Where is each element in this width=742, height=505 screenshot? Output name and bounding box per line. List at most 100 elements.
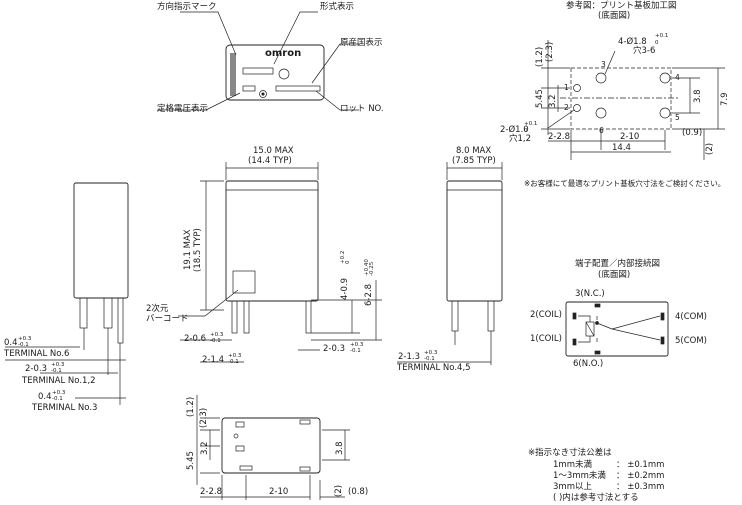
wiring-n3: 3(N.C.) [575,289,605,299]
tolerance-value-3: ： ±0.3mm [616,482,665,492]
side-width-typ: (7.85 TYP) [452,156,496,166]
dim-0.4-b-tol-plus: +0.3 [52,390,66,396]
dim-2-1.4: 2-1.4 [202,355,224,365]
pcb-pin-3: 3 [601,60,606,69]
dim-2-0.6: 2-0.6 [184,334,206,344]
label-rated-voltage: 定格電圧表示 [157,104,209,114]
pcb-holes-small-note: 穴1,2 [509,134,532,144]
pcb-title: 参考図：プリント基板加工図 [566,1,677,11]
dim-6-2.8-tol-minus: -0.25 [369,261,375,276]
pcb-dim-1.2: (1.2) [535,46,545,67]
label-model: 形式表示 [320,2,355,12]
dim-0.4-a-tol-plus: +0.3 [18,336,32,342]
tolerance-value-1: ： ±0.1mm [616,460,665,470]
bottom-dim-2.3: (2.3) [199,407,209,428]
pcb-holes-big: 4-Ø1.8 [618,37,647,47]
front-width-max: 15.0 MAX [253,146,294,156]
terminal-3: TERMINAL No.3 [32,403,98,413]
bottom-dim-3.8: 3.8 [335,441,345,455]
barcode-label-1: 2次元 [146,304,169,314]
terminal-4-5: TERMINAL No.4,5 [397,363,471,373]
tolerance-range-1: 1mm未満 [553,460,592,470]
wiring-n6: 6(N.O.) [573,359,604,369]
dim-2-1.4-tol-minus: -0.1 [228,359,239,365]
pcb-dim-7.9: 7.9 [720,92,730,106]
pcb-dim-5.45: 5.45 [535,89,545,108]
tolerance-title: ※指示なき寸法公差は [528,448,612,458]
terminal-6: TERMINAL No.6 [4,349,70,359]
dim-2-1.4-tol-plus: +0.3 [228,353,242,359]
pcb-pin-5: 5 [675,113,680,122]
front-width-typ: (14.4 TYP) [248,156,292,166]
dim-2-0.3-left-tol-minus: -0.1 [51,368,62,374]
dim-2-0.6-tol-minus: -0.1 [210,338,221,344]
wiring-n1: 1(COIL) [530,334,562,344]
bottom-dim-3.2: 3.2 [200,441,210,455]
label-direction-mark: 方向指示マーク [157,2,217,12]
dim-2-0.3-left: 2-0.3 [25,364,47,374]
pcb-note: ※お客様にて最適なプリント基板穴寸法をご検討ください。 [524,179,726,188]
left-view [5,182,129,405]
tolerance-note: ( )内は参考寸法とする [553,493,639,503]
front-view [178,162,382,363]
pcb-holes-small-tol-plus: +0.1 [524,121,538,127]
front-height-max: 19.1 MAX [183,229,193,270]
bottom-dim-2: (2) [334,484,344,497]
pcb-pin-1: 1 [564,83,569,92]
wiring-n2: 2(COIL) [530,310,562,320]
pcb-holes-big-tol-minus: 0 [655,40,659,46]
pcb-dim-14.4: 14.4 [612,143,631,153]
dim-4-0.9-tol-minus: 0 [345,260,351,265]
pcb-dim-3.2: 3.2 [548,94,558,108]
pcb-dim-0.9: (0.9) [682,128,703,138]
dim-0.4-a-tol-minus: -0.1 [18,342,29,348]
wiring-n5: 5(COM) [675,336,707,346]
brand-logo: omron [265,48,302,59]
wiring-n4: 4(COM) [675,312,707,322]
pcb-dim-2-2.8: 2-2.8 [548,132,570,142]
dim-2-1.3-tol-plus: +0.3 [424,350,438,356]
pcb-dim-2-10: 2-10 [620,132,640,142]
pcb-dim-2: (2) [705,142,715,155]
pcb-pin-2: 2 [564,103,569,112]
wiring-title: 端子配置／内部接続図 [575,259,661,269]
pcb-dim-2.3: (2.3) [545,41,555,62]
tolerance-range-3: 3mm以上 [553,482,592,492]
top-view [157,11,360,111]
dim-2-1.3: 2-1.3 [398,352,420,362]
dim-6-2.8: 6-2.8 [364,284,374,306]
pcb-title-sub: (底面図) [598,11,631,21]
bottom-view [196,395,350,500]
bottom-dim-2-2.8: 2-2.8 [200,487,222,497]
dim-2-0.6-tol-plus: +0.3 [210,332,224,338]
pcb-pin-4: 4 [675,73,680,82]
pcb-holes-big-tol-plus: +0.1 [655,33,669,39]
bottom-dim-0.8: (0.8) [348,487,369,497]
dim-2-0.3-front-tol-plus: +0.3 [350,342,364,348]
dim-2-0.3-front: 2-0.3 [323,344,345,354]
dim-0.4-a: 0.4 [4,338,18,348]
wiring-title-sub: (底面図) [598,270,631,280]
side-view [397,162,503,365]
bottom-dim-5.45: 5.45 [186,451,196,470]
label-lot: ロット NO. [340,104,384,114]
tolerance-range-2: 1～3mm未満 [553,471,606,481]
bottom-dim-2-10: 2-10 [269,487,289,497]
wiring-diagram [565,301,669,357]
dim-2-0.3-front-tol-minus: -0.1 [350,348,361,354]
side-width-max: 8.0 MAX [456,146,492,156]
tolerance-value-2: ： ±0.2mm [616,471,665,481]
pcb-holes-small-tol-minus: 0 [524,128,528,134]
pcb-dim-3.8: 3.8 [693,89,703,103]
bottom-dim-1.2: (1.2) [186,396,196,417]
pcb-pin-6: 6 [599,126,604,135]
barcode-label-2: バーコード [146,314,189,324]
front-height-typ: (18.5 TYP) [193,228,203,272]
pcb-holes-big-note: 穴3-6 [633,46,656,56]
terminal-1-2: TERMINAL No.1,2 [22,376,96,386]
dim-2-0.3-left-tol-plus: +0.3 [51,362,65,368]
label-origin: 原産国表示 [340,38,383,48]
dim-0.4-b-tol-minus: -0.1 [52,396,63,402]
pcb-holes-small: 2-Ø1.0 [500,125,529,135]
